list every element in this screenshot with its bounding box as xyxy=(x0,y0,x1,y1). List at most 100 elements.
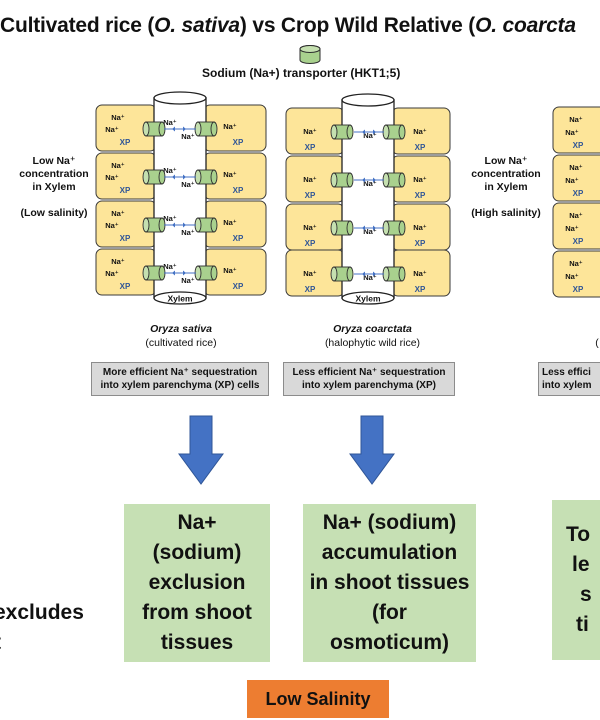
xp-label: XP xyxy=(120,282,131,291)
flow-arrowhead xyxy=(362,129,365,135)
transporter-end xyxy=(398,124,406,140)
transporter-icon xyxy=(382,172,406,188)
low-salinity-label: Low Salinity xyxy=(247,680,389,718)
figure-title: Cultivated rice (O. sativa) vs Crop Wild… xyxy=(0,14,576,37)
transporter-icon xyxy=(382,124,406,140)
na-label: Na⁺ xyxy=(111,257,125,266)
na-label: Na⁺ xyxy=(223,266,237,275)
na-label: Na⁺ xyxy=(111,113,125,122)
panel1-box-line: into xylem parenchyma (XP) cells xyxy=(100,380,260,391)
na-label: Na⁺ xyxy=(105,269,119,278)
down-arrow-icon xyxy=(349,415,395,485)
xp-label: XP xyxy=(415,239,426,248)
na-label: Na⁺ xyxy=(303,269,317,278)
panel1-outcome-box: Na+ (sodium) exclusion from shoot tissue… xyxy=(124,504,270,662)
xp-label: XP xyxy=(233,138,244,147)
na-label: Na⁺ xyxy=(363,179,377,188)
xp-label: XP xyxy=(233,186,244,195)
outcome-line: exclusion xyxy=(148,571,246,594)
na-label: Na⁺ xyxy=(413,127,427,136)
panel3-common: ( xyxy=(595,337,599,349)
xp-label: XP xyxy=(573,237,584,246)
outcome-line: To xyxy=(566,523,591,546)
transporter-icon xyxy=(382,266,406,282)
transporter-icon xyxy=(194,217,218,233)
transporter-icon xyxy=(194,265,218,281)
na-label: Na⁺ xyxy=(181,132,195,141)
outcome-line: Na+ xyxy=(177,511,217,534)
na-label: Na⁺ xyxy=(163,214,177,223)
na-label: Na⁺ xyxy=(181,228,195,237)
xp-label: XP xyxy=(573,141,584,150)
na-label: Na⁺ xyxy=(569,163,583,172)
xp-label: XP xyxy=(305,239,316,248)
na-label: Na⁺ xyxy=(303,127,317,136)
xp-label: XP xyxy=(573,285,584,294)
panel1-species: Oryza sativa xyxy=(150,323,212,335)
transporter-end xyxy=(346,266,354,282)
na-label: Na⁺ xyxy=(223,170,237,179)
panel3-box-line: into xylem xyxy=(542,380,592,391)
xp-label: XP xyxy=(573,189,584,198)
transporter-icon xyxy=(382,220,406,236)
outcome-line: s xyxy=(580,583,592,606)
transporter-icon xyxy=(142,121,166,137)
na-label: Na⁺ xyxy=(569,259,583,268)
panel2-caption: Oryza coarctata (halophytic wild rice) xyxy=(290,322,455,350)
na-label: Na⁺ xyxy=(363,131,377,140)
na-label: Na⁺ xyxy=(105,125,119,134)
na-label: Na⁺ xyxy=(163,262,177,271)
na-label: Na⁺ xyxy=(111,161,125,170)
panel3-outcome-box: To le s ti xyxy=(552,500,600,660)
transporter-icon xyxy=(142,265,166,281)
outcome-line: from shoot xyxy=(142,601,252,624)
flow-arrowhead xyxy=(362,177,365,183)
xp-cell xyxy=(552,106,600,154)
down-arrow-icon xyxy=(178,415,224,485)
panel3-caption: ( xyxy=(592,336,600,350)
na-label: Na⁺ xyxy=(413,269,427,278)
left-side-line: Low Na⁺ xyxy=(32,155,76,167)
xp-label: XP xyxy=(120,186,131,195)
transporter-end xyxy=(330,172,338,188)
transporter-end xyxy=(330,220,338,236)
xylem-top xyxy=(341,93,395,107)
transporter-end xyxy=(210,121,218,137)
transporter-end xyxy=(210,169,218,185)
transporter-icon xyxy=(142,169,166,185)
flow-arrowhead xyxy=(362,225,365,231)
transporter-end xyxy=(210,217,218,233)
outcome-line: le xyxy=(572,553,590,576)
xp-label: XP xyxy=(305,143,316,152)
transporter-end xyxy=(330,266,338,282)
left-outcome-line: excludes xyxy=(0,601,84,624)
na-label: Na⁺ xyxy=(413,175,427,184)
na-label: Na⁺ xyxy=(303,175,317,184)
xylem-top xyxy=(153,91,207,105)
outcome-line: tissues xyxy=(160,631,234,654)
xp-label: XP xyxy=(233,234,244,243)
right-side-line: (High salinity) xyxy=(471,207,541,219)
panel1-box-line: More efficient Na⁺ sequestration xyxy=(102,367,258,378)
transporter-end xyxy=(210,265,218,281)
xp-cell xyxy=(552,202,600,250)
outcome-line: in shoot tissues xyxy=(309,571,470,594)
na-label: Na⁺ xyxy=(565,224,579,233)
transporter-end xyxy=(398,172,406,188)
na-label: Na⁺ xyxy=(569,211,583,220)
left-side-line: (Low salinity) xyxy=(20,207,88,219)
left-side-label: Low Na⁺ concentration in Xylem (Low sali… xyxy=(18,155,90,220)
na-label: Na⁺ xyxy=(181,180,195,189)
xp-cell xyxy=(552,250,600,298)
na-label: Na⁺ xyxy=(565,128,579,137)
flow-arrowhead xyxy=(183,270,186,276)
outcome-line: ti xyxy=(576,613,589,636)
outcome-line: (for xyxy=(371,601,407,624)
panel2-common: (halophytic wild rice) xyxy=(324,337,421,349)
xp-cell xyxy=(552,154,600,202)
flow-arrowhead xyxy=(183,174,186,180)
xp-label: XP xyxy=(305,285,316,294)
xp-label: XP xyxy=(120,138,131,147)
